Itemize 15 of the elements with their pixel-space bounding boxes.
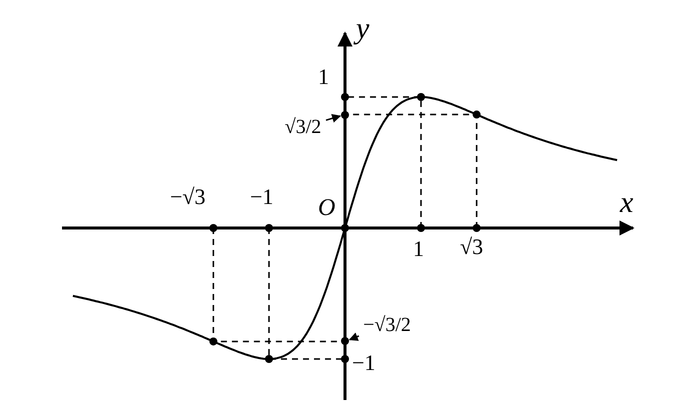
tick-label: 1 bbox=[413, 238, 424, 260]
axis-point bbox=[341, 337, 349, 346]
leader-arrow bbox=[348, 332, 360, 341]
tick-label: −√3/2 bbox=[363, 315, 411, 335]
tick-label: 1 bbox=[318, 66, 329, 88]
tick-label: −1 bbox=[250, 186, 274, 208]
axis-point bbox=[341, 110, 349, 119]
leader-arrow bbox=[326, 114, 342, 123]
tick-label: √3 bbox=[460, 236, 484, 258]
axis-label: x bbox=[620, 188, 634, 218]
tick-label: −√3 bbox=[170, 186, 206, 208]
origin-label: O bbox=[318, 196, 336, 220]
tick-label: √3/2 bbox=[284, 117, 322, 137]
axis-label: y bbox=[356, 14, 370, 44]
tick-label: −1 bbox=[352, 352, 376, 374]
